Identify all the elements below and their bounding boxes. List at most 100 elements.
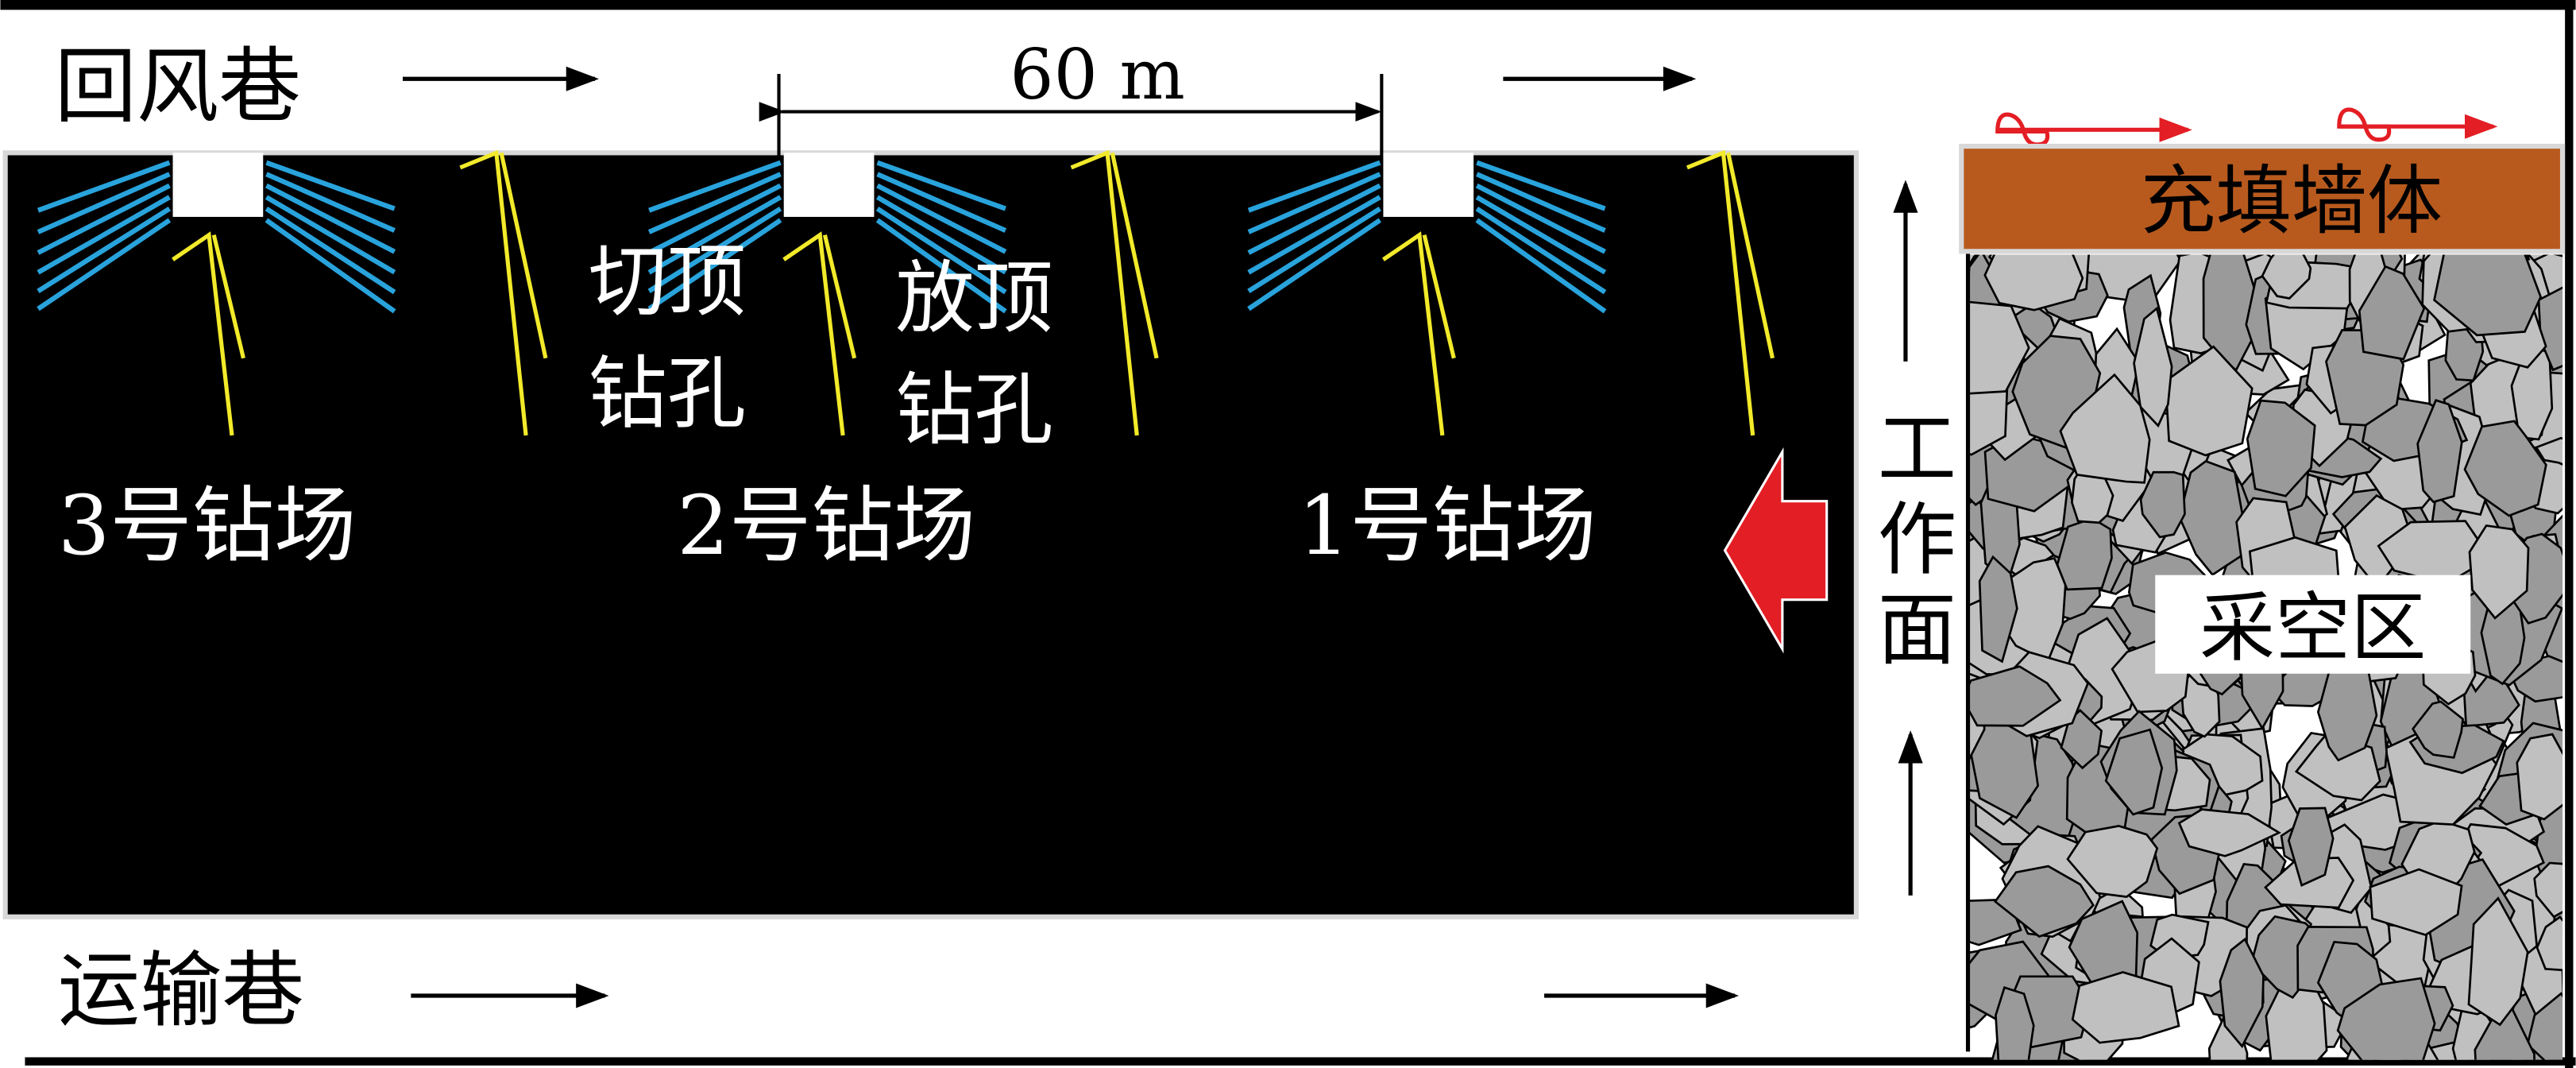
rock xyxy=(1995,985,2035,1060)
working-face-label-3: 面 xyxy=(1878,585,1956,676)
fan-hole xyxy=(647,172,782,234)
roof-cut-hole xyxy=(211,234,245,359)
fan-hole xyxy=(1247,172,1381,234)
fan-hole xyxy=(265,183,396,254)
coal-block xyxy=(2,150,1860,919)
fan-hole xyxy=(265,160,396,211)
rock xyxy=(2369,868,2463,936)
rock xyxy=(2468,524,2530,620)
fan-hole xyxy=(37,172,171,234)
drill-chamber xyxy=(1383,153,1474,217)
rock xyxy=(1983,254,2084,312)
rock xyxy=(2066,825,2159,898)
drill-site-1 xyxy=(1247,149,1775,436)
backfill-wall-label: 充填墙体 xyxy=(2141,157,2443,245)
site-2-label: 2号钻场 xyxy=(677,478,975,574)
rock xyxy=(2412,700,2464,759)
fan-hole xyxy=(265,172,396,233)
fan-hole xyxy=(265,206,396,295)
fan-hole xyxy=(1476,172,1606,233)
spacing-label: 60 m xyxy=(1010,35,1184,115)
rock xyxy=(2358,265,2426,361)
goaf-rocks xyxy=(1969,254,2563,1060)
roof-cut-hole-label-1: 切顶 xyxy=(589,237,746,328)
rock xyxy=(2433,254,2542,337)
fan-hole xyxy=(875,206,1007,295)
fan-hole xyxy=(647,195,782,275)
fan-hole xyxy=(1476,160,1606,211)
caving-hole-label-1: 放顶 xyxy=(895,253,1052,344)
rock xyxy=(2071,971,2180,1044)
return-airway-label: 回风巷 xyxy=(55,40,301,135)
rock xyxy=(2516,733,2563,821)
rock xyxy=(2535,915,2563,972)
roof-cut-hole xyxy=(1422,234,1456,359)
site-1-label: 1号钻场 xyxy=(1298,478,1597,574)
fan-hole xyxy=(37,195,171,275)
fan-hole xyxy=(1475,218,1607,314)
roof-cut-hole xyxy=(782,231,845,436)
caving-hole xyxy=(459,149,528,436)
fan-hole xyxy=(37,160,171,213)
rock xyxy=(2416,399,2463,504)
roof-cut-hole xyxy=(822,234,857,359)
rock xyxy=(2287,807,2335,887)
fan-hole xyxy=(876,195,1007,275)
rock xyxy=(2261,254,2312,300)
drill-chamber xyxy=(783,153,875,217)
rock xyxy=(2463,420,2547,517)
fan-hole xyxy=(875,218,1007,314)
fan-hole xyxy=(1247,206,1381,294)
rock xyxy=(2246,399,2316,497)
rock xyxy=(1994,865,2095,938)
fan-hole xyxy=(1247,183,1381,255)
fan-hole xyxy=(876,183,1007,254)
fan-hole xyxy=(1475,206,1607,295)
rock xyxy=(2336,977,2436,1060)
fan-hole xyxy=(648,160,782,213)
fan-hole xyxy=(1475,195,1607,275)
rock xyxy=(2533,861,2563,919)
fan-hole xyxy=(37,183,171,255)
fan-hole xyxy=(265,195,396,275)
drill-site-3 xyxy=(37,149,548,436)
working-face-label-2: 作 xyxy=(1878,494,1956,586)
haulage-airway-label: 运输巷 xyxy=(58,943,304,1039)
rock xyxy=(2133,306,2173,428)
rock xyxy=(2219,937,2265,1049)
rock xyxy=(2467,896,2529,1027)
advance-direction-arrow xyxy=(1723,447,1829,654)
fan-hole xyxy=(1247,160,1381,213)
backfill-wall xyxy=(1959,143,2566,254)
fan-hole xyxy=(1247,218,1382,312)
working-face-label-1: 工 xyxy=(1878,404,1956,496)
fan-hole xyxy=(876,160,1006,211)
fan-hole xyxy=(647,206,782,294)
fan-hole xyxy=(265,218,396,314)
fan-hole xyxy=(647,183,782,255)
fan-hole xyxy=(1247,195,1381,275)
fan-hole xyxy=(37,206,172,294)
rock xyxy=(2059,373,2151,484)
rock xyxy=(2526,992,2563,1060)
caving-hole xyxy=(1110,152,1159,359)
caving-hole-label-2: 钻孔 xyxy=(895,365,1052,456)
spacing-dimension: 60 m xyxy=(759,35,1384,157)
rock xyxy=(2177,808,2281,857)
roof-cut-hole xyxy=(1381,231,1445,436)
roof-cut-hole-label-2: 钻孔 xyxy=(589,348,746,439)
caving-hole xyxy=(1070,149,1139,436)
goaf-label: 采空区 xyxy=(2199,585,2426,672)
rock xyxy=(2104,728,2164,816)
fan-hole xyxy=(876,172,1007,233)
rock xyxy=(2265,973,2328,1060)
rock xyxy=(2056,517,2113,591)
caving-hole xyxy=(499,152,548,359)
caving-hole xyxy=(1726,152,1775,359)
rock xyxy=(1969,300,2030,395)
fan-hole xyxy=(647,218,782,312)
rock xyxy=(2139,470,2186,539)
drill-chamber xyxy=(172,153,264,217)
rock xyxy=(1978,555,2018,664)
roof-cut-hole xyxy=(172,231,234,436)
